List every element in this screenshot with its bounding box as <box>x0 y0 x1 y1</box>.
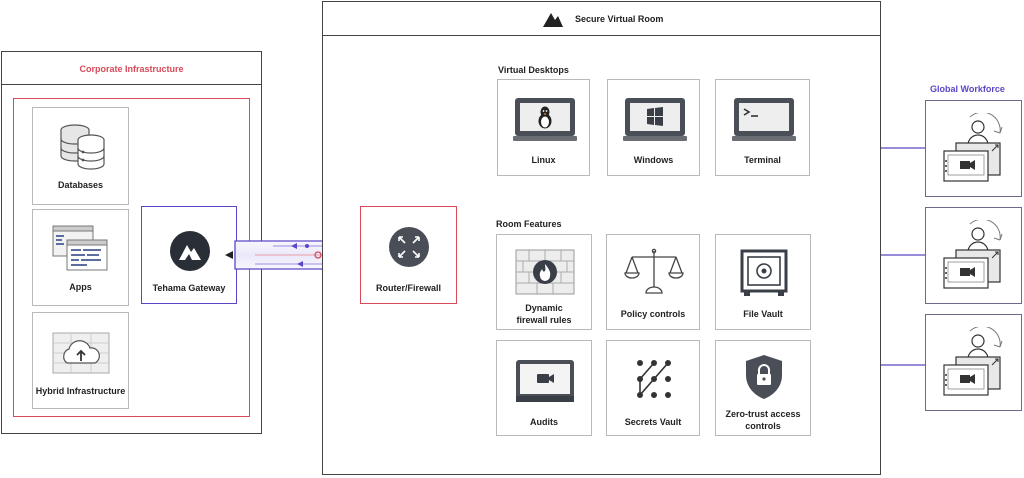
windows-label: Windows <box>633 155 674 165</box>
dynamic-firewall-label-line2: firewall rules <box>516 315 572 325</box>
router-firewall-card[interactable]: Router/Firewall <box>360 206 457 304</box>
apps-label: Apps <box>69 282 92 292</box>
policy-controls-card[interactable]: Policy controls <box>606 234 700 330</box>
linux-desktop-card[interactable]: Linux <box>497 79 590 176</box>
audits-card[interactable]: Audits <box>496 340 592 436</box>
zero-trust-access-card[interactable]: Zero-trust access controls <box>715 340 811 436</box>
zero-trust-label-line2: controls <box>745 421 781 431</box>
terminal-desktop-card[interactable]: Terminal <box>715 79 810 176</box>
video-audit-icon <box>516 360 574 402</box>
firewall-icon <box>515 249 575 295</box>
hybrid-infrastructure-card[interactable]: Hybrid Infrastructure <box>32 312 129 409</box>
dynamic-firewall-rules-card[interactable]: Dynamic firewall rules <box>496 234 592 330</box>
file-vault-card[interactable]: File Vault <box>715 234 811 330</box>
zero-trust-label-line1: Zero-trust access <box>725 409 801 419</box>
policy-controls-label: Policy controls <box>620 309 686 319</box>
router-arrows-icon <box>389 227 429 267</box>
shield-lock-icon <box>746 355 782 399</box>
windows-desktop-card[interactable]: Windows <box>607 79 700 176</box>
room-logo-icon <box>543 13 563 27</box>
secrets-vault-card[interactable]: Secrets Vault <box>606 340 700 436</box>
cloud-upload-icon <box>52 332 110 374</box>
file-vault-label: File Vault <box>743 309 783 319</box>
room-features-title: Room Features <box>496 219 562 229</box>
dynamic-firewall-label-line1: Dynamic <box>525 303 563 313</box>
router-firewall-label: Router/Firewall <box>375 283 441 293</box>
secure-virtual-room-title: Secure Virtual Room <box>575 14 664 24</box>
databases-label: Databases <box>57 180 104 190</box>
global-workforce-title: Global Workforce <box>930 84 1005 94</box>
workforce-card-1[interactable] <box>925 100 1022 197</box>
tehama-gateway-card[interactable]: Tehama Gateway <box>141 206 237 304</box>
app-windows-icon <box>52 225 108 271</box>
workforce-card-2[interactable] <box>925 207 1022 304</box>
workforce-card-3[interactable] <box>925 314 1022 411</box>
remote-worker-icon <box>943 327 1003 396</box>
remote-worker-icon <box>943 220 1003 289</box>
windows-monitor-icon <box>623 98 687 141</box>
terminal-label: Terminal <box>744 155 781 165</box>
tehama-gateway-label: Tehama Gateway <box>152 283 226 293</box>
safe-icon <box>740 249 788 296</box>
corporate-infrastructure-title: Corporate Infrastructure <box>79 64 184 74</box>
terminal-monitor-icon <box>732 98 796 141</box>
virtual-desktops-title: Virtual Desktops <box>498 65 569 75</box>
scales-icon <box>624 248 684 294</box>
database-icon <box>60 124 105 170</box>
pattern-lock-icon <box>637 360 671 398</box>
audits-label: Audits <box>530 417 558 427</box>
hybrid-infrastructure-label: Hybrid Infrastructure <box>35 386 126 396</box>
corporate-divider <box>2 84 261 85</box>
linux-monitor-icon <box>513 98 577 141</box>
remote-worker-icon <box>943 113 1003 182</box>
tehama-logo-icon <box>170 231 210 271</box>
secrets-vault-label: Secrets Vault <box>624 417 682 427</box>
room-divider <box>323 35 880 36</box>
databases-card[interactable]: Databases <box>32 107 129 205</box>
apps-card[interactable]: Apps <box>32 209 129 306</box>
linux-label: Linux <box>531 155 556 165</box>
